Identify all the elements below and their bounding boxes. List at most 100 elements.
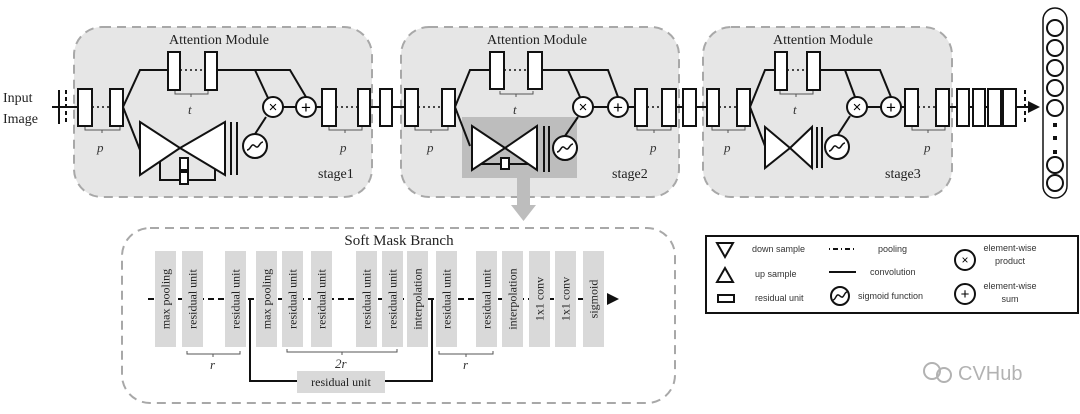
module-title-1: Attention Module xyxy=(169,33,269,48)
brace-r xyxy=(438,351,494,357)
svg-text:×: × xyxy=(853,99,862,116)
soft-mask-blocks: max pooling residual unit residual unit max… xyxy=(155,251,604,347)
residual-unit xyxy=(806,51,821,91)
residual-unit xyxy=(682,88,697,127)
legend-sum-line1: element-wise xyxy=(983,281,1036,291)
soft-mask-block xyxy=(436,251,457,347)
brace-label-p: p xyxy=(426,140,434,155)
brace-label-r: r xyxy=(210,357,216,372)
residual-unit-icon xyxy=(717,294,735,303)
legend-pooling: pooling xyxy=(878,244,907,254)
soft-mask-block xyxy=(356,251,377,347)
legend-down-sample: down sample xyxy=(752,244,805,254)
svg-text:×: × xyxy=(961,253,968,267)
legend: down sample up sample residual unit pool… xyxy=(705,235,1079,314)
soft-mask-block-label: residual unit xyxy=(315,269,329,329)
legend-product-line1: element-wise xyxy=(983,243,1036,253)
wechat-logo-icon xyxy=(923,362,941,380)
expand-arrow xyxy=(511,178,536,221)
brace-label-t: t xyxy=(188,102,192,117)
soft-mask-block xyxy=(311,251,332,347)
residual-unit xyxy=(972,88,986,127)
input-label-line2: Image xyxy=(3,112,38,127)
soft-mask-block-label: interpolation xyxy=(411,268,425,329)
skip-residual-unit-label: residual unit xyxy=(311,375,371,389)
brace-label-p: p xyxy=(649,140,657,155)
soft-mask-block-label: max pooling xyxy=(260,269,274,329)
watermark: CVHub xyxy=(923,362,1022,385)
brace-r xyxy=(186,351,241,357)
residual-unit xyxy=(774,51,788,91)
residual-unit xyxy=(489,51,505,90)
down-sample-icon xyxy=(715,242,735,260)
residual-unit xyxy=(321,88,337,127)
element-wise-sum-icon xyxy=(295,96,317,118)
soft-mask-block xyxy=(225,251,246,347)
up-sample-triangle xyxy=(178,120,226,177)
soft-mask-block-label: residual unit xyxy=(286,269,300,329)
soft-mask-block-label: max pooling xyxy=(159,269,173,329)
stage-label-1: stage1 xyxy=(318,167,354,182)
residual-unit xyxy=(661,88,677,127)
brace-label-r: r xyxy=(463,357,469,372)
residual-unit xyxy=(956,88,970,127)
svg-text:+: + xyxy=(613,98,623,117)
svg-text:×: × xyxy=(269,99,278,116)
residual-unit xyxy=(204,51,218,91)
residual-unit xyxy=(441,88,456,127)
soft-mask-block xyxy=(529,251,550,347)
soft-mask-block-label: residual unit xyxy=(480,269,494,329)
soft-mask-block-label: residual unit xyxy=(386,269,400,329)
brace-label-p: p xyxy=(923,140,931,155)
soft-mask-block xyxy=(182,251,203,347)
svg-text:+: + xyxy=(961,286,970,303)
stage-label-2: stage2 xyxy=(612,167,648,182)
module-title-3: Attention Module xyxy=(773,33,873,48)
soft-mask-block-label: residual unit xyxy=(229,269,243,329)
svg-text:×: × xyxy=(579,99,588,116)
element-wise-product-icon xyxy=(572,96,594,118)
svg-text:+: + xyxy=(301,98,311,117)
down-sample-triangle xyxy=(139,120,182,177)
soft-mask-block xyxy=(282,251,303,347)
stage-label-3: stage3 xyxy=(885,167,921,182)
residual-unit xyxy=(379,88,393,127)
soft-mask-block-label: 1x1 conv xyxy=(533,277,547,321)
element-wise-product-icon xyxy=(846,96,868,118)
soft-mask-block-label: residual unit xyxy=(186,269,200,329)
brace-2r xyxy=(286,349,398,355)
soft-mask-block-label: residual unit xyxy=(360,269,374,329)
residual-unit xyxy=(404,88,419,127)
soft-mask-block-label: interpolation xyxy=(506,268,520,329)
soft-mask-block xyxy=(155,251,176,347)
svg-text:+: + xyxy=(886,98,896,117)
module-title-2: Attention Module xyxy=(487,33,587,48)
output-layer xyxy=(1042,7,1068,199)
residual-unit xyxy=(527,51,543,90)
residual-unit xyxy=(904,88,919,127)
skip-residual-unit xyxy=(297,371,385,393)
stage2-contents: × + xyxy=(404,51,697,221)
soft-mask-block-label: residual unit xyxy=(440,269,454,329)
soft-mask-block xyxy=(502,251,523,347)
residual-unit xyxy=(634,88,648,127)
input-label-line1: Input xyxy=(3,91,33,106)
soft-mask-block xyxy=(555,251,576,347)
brace-label-p: p xyxy=(723,140,731,155)
legend-sigmoid: sigmoid function xyxy=(858,291,923,301)
legend-residual-unit: residual unit xyxy=(755,293,804,303)
residual-unit xyxy=(1002,88,1017,127)
legend-product-line2: product xyxy=(995,256,1026,266)
legend-up-sample: up sample xyxy=(755,269,797,279)
brace-label-p: p xyxy=(339,140,347,155)
brace-label-t: t xyxy=(793,102,797,117)
legend-convolution: convolution xyxy=(870,267,916,277)
up-sample-icon xyxy=(715,265,735,283)
soft-mask-block-label: sigmoid xyxy=(587,280,601,319)
residual-unit xyxy=(987,88,1002,127)
soft-mask-block xyxy=(256,251,277,347)
brace-label-2r: 2r xyxy=(335,356,348,371)
stage1-contents: × + xyxy=(77,51,393,185)
soft-mask-block xyxy=(583,251,604,347)
